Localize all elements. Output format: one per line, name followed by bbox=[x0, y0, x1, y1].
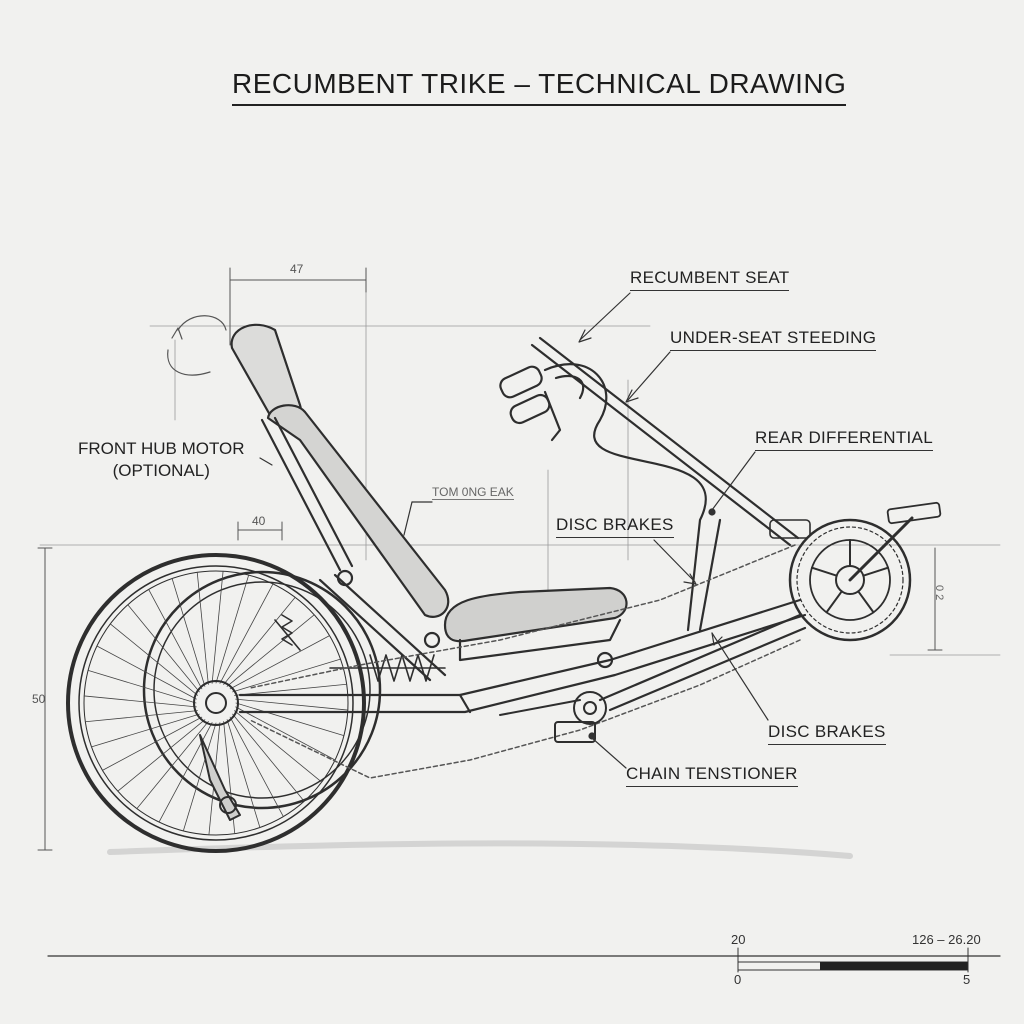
scale-left-bottom: 0 bbox=[734, 972, 742, 987]
chainring-arm bbox=[825, 590, 843, 614]
chainring-arm bbox=[810, 566, 838, 577]
wheel-spoke bbox=[211, 570, 224, 684]
leader-lines bbox=[259, 292, 769, 769]
wheel-spoke bbox=[87, 669, 197, 704]
wheel-spoke bbox=[234, 683, 348, 696]
front-wheel bbox=[66, 553, 366, 853]
label-under-seat-steering: UNDER-SEAT STEEDING bbox=[670, 328, 877, 351]
wheel-spoke bbox=[182, 722, 217, 832]
recumbent-seat bbox=[230, 323, 628, 669]
steering bbox=[499, 336, 800, 632]
wheel-spoke bbox=[109, 623, 198, 696]
scale-right-bottom: 5 bbox=[963, 972, 971, 987]
construction-lines bbox=[39, 269, 1001, 656]
wheel-spoke bbox=[226, 719, 261, 828]
wheel-spoke bbox=[235, 706, 336, 761]
crankset bbox=[769, 501, 942, 642]
chain bbox=[249, 544, 801, 779]
wheel-spoke bbox=[91, 713, 200, 748]
dimension-right-height: 0 2 bbox=[933, 585, 945, 601]
chain-tensioner bbox=[499, 691, 607, 743]
dimension-lines bbox=[37, 267, 943, 851]
label-rear-differential: REAR DIFFERENTIAL bbox=[755, 428, 933, 451]
drawing-title: RECUMBENT TRIKE – TECHNICAL DRAWING bbox=[232, 68, 847, 106]
wheel-spoke bbox=[83, 695, 197, 708]
wheel-spoke bbox=[171, 578, 206, 687]
chainring-arm bbox=[857, 590, 875, 614]
wheel-spoke bbox=[96, 645, 197, 700]
wheel-spoke bbox=[235, 702, 345, 737]
label-disc-brakes-lower: DISC BRAKES bbox=[768, 722, 886, 745]
dimension-top-width: 47 bbox=[290, 262, 304, 276]
wheel-spoke bbox=[234, 710, 323, 783]
wheel-spoke bbox=[235, 698, 349, 711]
scale-left-top: 20 bbox=[731, 932, 746, 947]
wheel-spoke bbox=[229, 716, 284, 817]
wheel-spoke bbox=[158, 722, 213, 823]
label-front-hub-motor-line2: (OPTIONAL) bbox=[112, 461, 210, 480]
label-chain-tensioner: CHAIN TENSTIONER bbox=[626, 764, 798, 787]
label-front-hub-motor-line1: FRONT HUB MOTOR bbox=[78, 439, 245, 458]
wheel-spoke bbox=[215, 574, 250, 684]
wheel-spoke bbox=[102, 716, 203, 771]
wheel-spoke bbox=[232, 713, 305, 802]
frame bbox=[238, 573, 807, 714]
scale-right-top: 126 – 26.20 bbox=[912, 932, 981, 947]
wheel-spoke bbox=[84, 710, 198, 723]
wheel-spoke bbox=[196, 571, 209, 685]
wheel-spoke bbox=[226, 614, 315, 687]
wheel-spoke bbox=[219, 583, 274, 684]
dimension-left-height: 50 bbox=[32, 692, 46, 706]
wheel-spoke bbox=[229, 635, 330, 690]
label-front-hub-motor: FRONT HUB MOTOR (OPTIONAL) bbox=[78, 438, 245, 482]
label-faint-annotation: TOM 0NG EAK bbox=[432, 485, 514, 500]
wheel-spoke bbox=[117, 719, 206, 792]
dimension-small-width: 40 bbox=[252, 514, 266, 528]
wheel-spoke bbox=[232, 658, 341, 693]
label-recumbent-seat: RECUMBENT SEAT bbox=[630, 268, 790, 291]
chainring-arm bbox=[862, 566, 890, 577]
wheel-spoke bbox=[223, 596, 296, 685]
hub-motor bbox=[199, 734, 241, 821]
scale-bar bbox=[47, 947, 1001, 973]
wheel-spoke bbox=[127, 604, 200, 693]
wheel-spoke bbox=[148, 589, 203, 690]
wheel-spoke bbox=[136, 721, 209, 810]
label-disc-brakes-upper: DISC BRAKES bbox=[556, 515, 674, 538]
